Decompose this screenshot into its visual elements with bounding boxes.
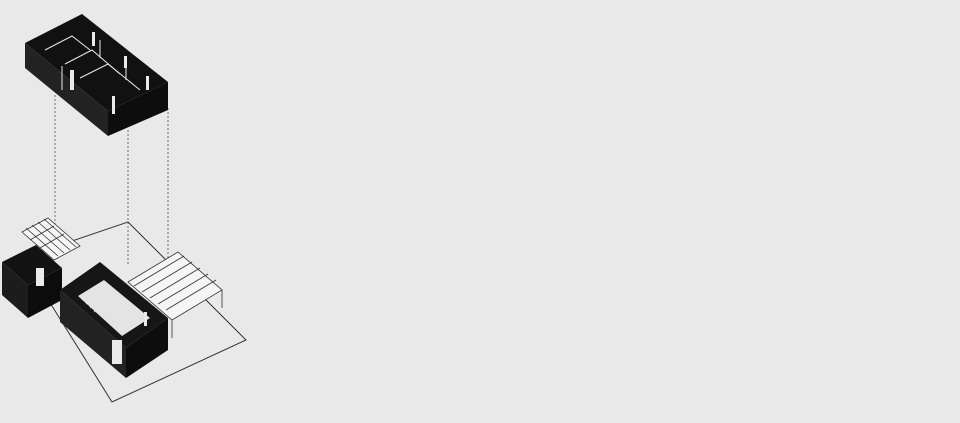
ground-floor-volume [2, 245, 168, 378]
upper-floor-volume [25, 14, 168, 136]
site-plot-outline [21, 221, 247, 403]
pergola-right [127, 251, 223, 338]
pergola-left [21, 217, 81, 261]
stage-1 [2, 14, 247, 403]
